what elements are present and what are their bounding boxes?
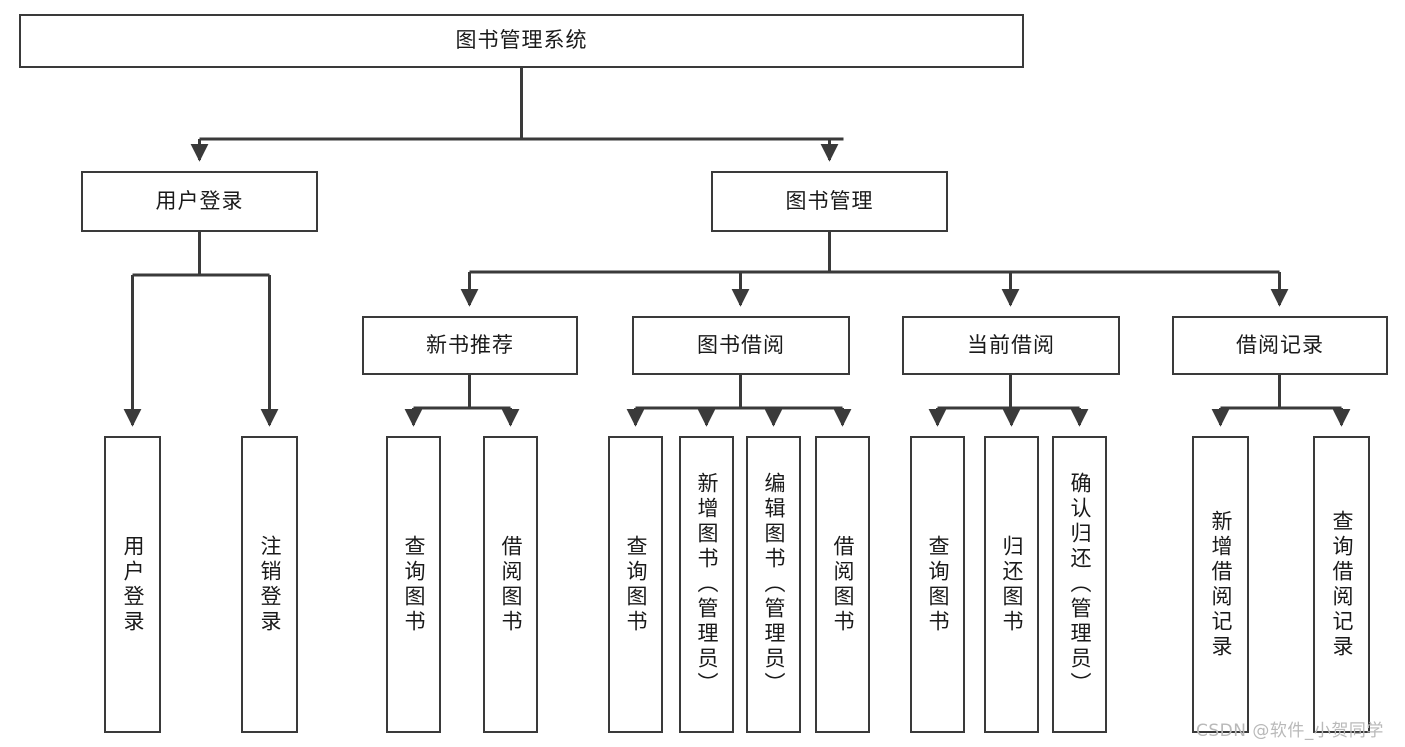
node-leaf-edit-book[interactable]: 编辑图书（管理员） — [746, 436, 801, 733]
node-borrow-record[interactable]: 借阅记录 — [1172, 316, 1388, 375]
node-leaf-query-record-label: 查询借阅记录 — [1330, 509, 1354, 660]
node-leaf-borrow-book-bb[interactable]: 借阅图书 — [815, 436, 870, 733]
node-book-manage-label: 图书管理 — [785, 188, 874, 213]
node-leaf-user-login[interactable]: 用户登录 — [104, 436, 161, 733]
node-leaf-user-logout[interactable]: 注销登录 — [241, 436, 298, 733]
node-current-borrow-label: 当前借阅 — [967, 332, 1055, 357]
node-leaf-confirm-return[interactable]: 确认归还（管理员） — [1052, 436, 1107, 733]
node-leaf-borrow-book-rec-label: 借阅图书 — [499, 534, 523, 635]
node-leaf-return-book-label: 归还图书 — [1000, 534, 1024, 635]
node-user-login[interactable]: 用户登录 — [81, 171, 318, 232]
node-leaf-add-book[interactable]: 新增图书（管理员） — [679, 436, 734, 733]
node-book-borrow-label: 图书借阅 — [697, 332, 785, 357]
node-leaf-add-record[interactable]: 新增借阅记录 — [1192, 436, 1249, 733]
node-book-borrow[interactable]: 图书借阅 — [632, 316, 850, 375]
node-leaf-add-record-label: 新增借阅记录 — [1209, 509, 1233, 660]
node-root-label: 图书管理系统 — [455, 28, 588, 53]
node-root[interactable]: 图书管理系统 — [19, 14, 1024, 68]
node-leaf-query-book-rec[interactable]: 查询图书 — [386, 436, 441, 733]
node-leaf-borrow-book-rec[interactable]: 借阅图书 — [483, 436, 538, 733]
node-leaf-user-login-label: 用户登录 — [121, 534, 145, 635]
node-leaf-edit-book-label: 编辑图书（管理员） — [762, 472, 786, 697]
node-leaf-query-book-bb-label: 查询图书 — [624, 534, 648, 635]
node-borrow-record-label: 借阅记录 — [1236, 332, 1324, 357]
node-leaf-return-book[interactable]: 归还图书 — [984, 436, 1039, 733]
node-book-manage[interactable]: 图书管理 — [711, 171, 948, 232]
node-leaf-query-book-bb[interactable]: 查询图书 — [608, 436, 663, 733]
node-leaf-query-record[interactable]: 查询借阅记录 — [1313, 436, 1370, 733]
node-new-book-rec[interactable]: 新书推荐 — [362, 316, 578, 375]
node-leaf-confirm-return-label: 确认归还（管理员） — [1068, 472, 1092, 697]
node-current-borrow[interactable]: 当前借阅 — [902, 316, 1120, 375]
node-leaf-query-book-rec-label: 查询图书 — [402, 534, 426, 635]
node-leaf-user-logout-label: 注销登录 — [258, 534, 282, 635]
node-new-book-rec-label: 新书推荐 — [426, 332, 514, 357]
watermark: CSDN @软件_小贺同学 — [1196, 721, 1384, 741]
node-leaf-query-book-cb[interactable]: 查询图书 — [910, 436, 965, 733]
node-leaf-borrow-book-bb-label: 借阅图书 — [831, 534, 855, 635]
node-leaf-add-book-label: 新增图书（管理员） — [695, 472, 719, 697]
node-leaf-query-book-cb-label: 查询图书 — [926, 534, 950, 635]
node-user-login-label: 用户登录 — [155, 188, 244, 213]
